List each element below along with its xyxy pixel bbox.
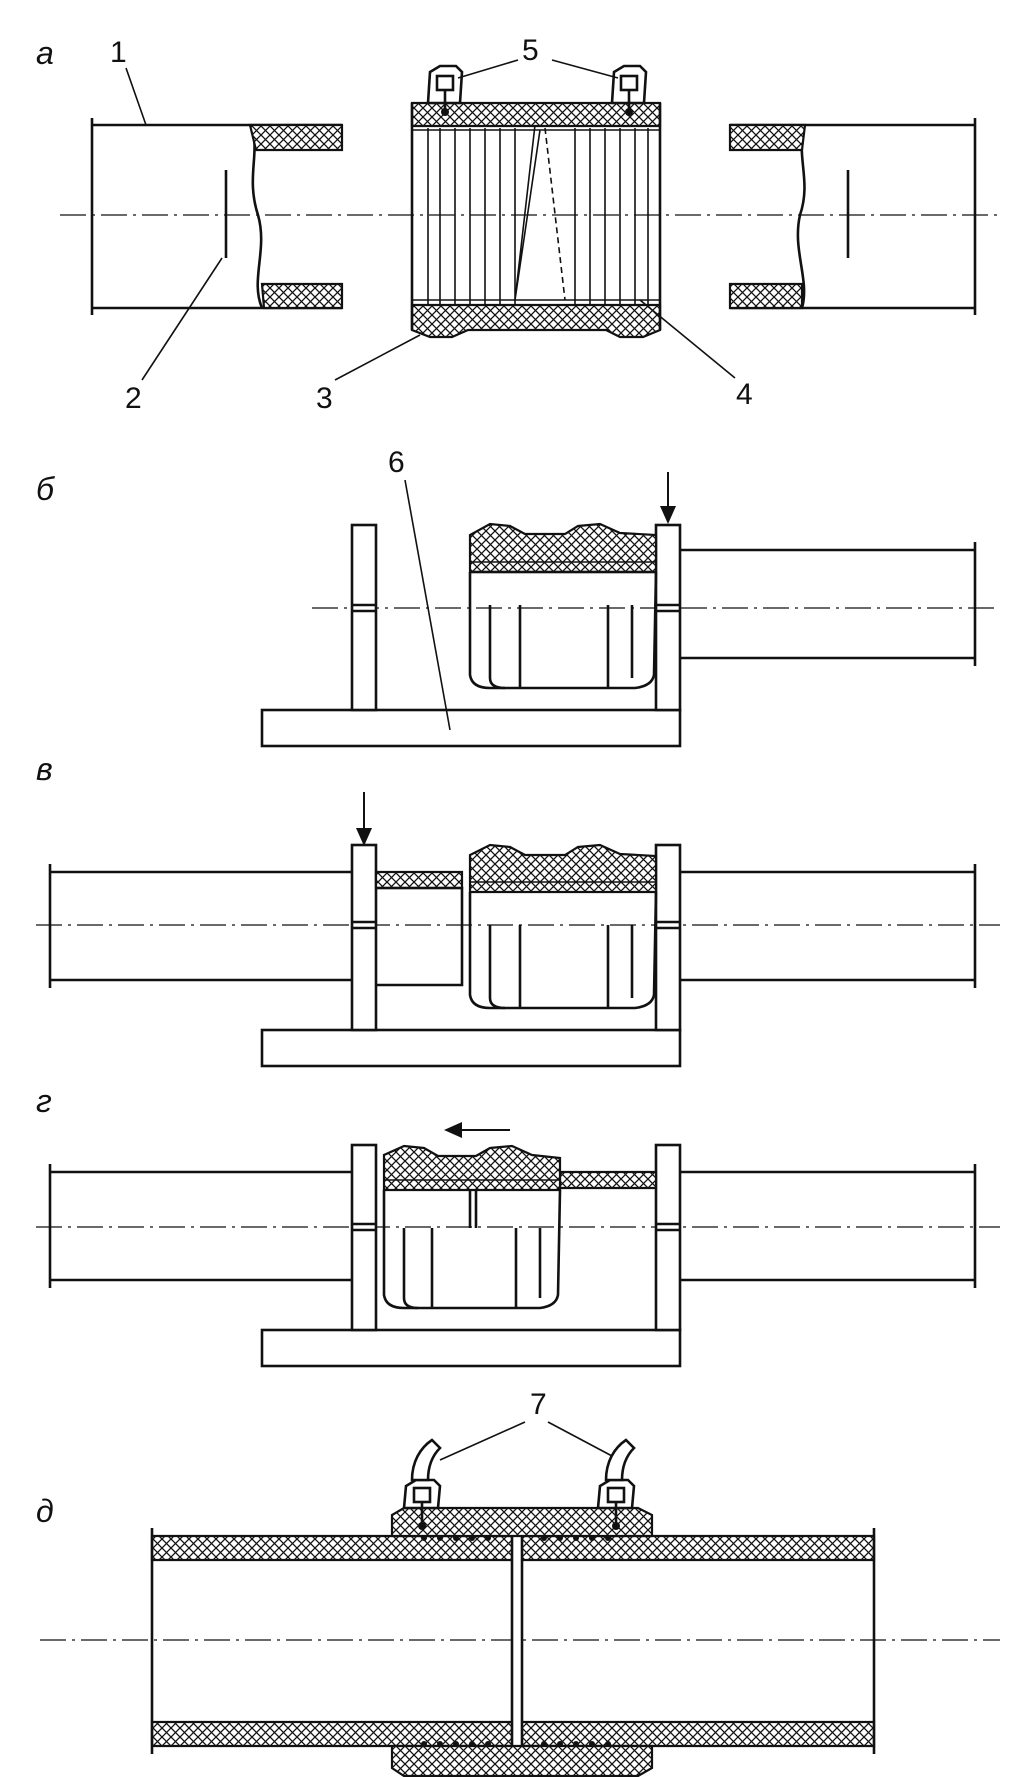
callout-6: 6 xyxy=(388,446,405,479)
callout-1: 1 xyxy=(110,36,127,69)
joined-pipe xyxy=(150,1528,876,1754)
coupling xyxy=(382,1144,562,1310)
terminal-left xyxy=(426,64,464,116)
callout-5: 5 xyxy=(522,34,539,67)
right-pipe xyxy=(728,118,977,315)
section-a: а xyxy=(36,34,1000,415)
clamp-post xyxy=(654,843,682,1032)
callout-7: 7 xyxy=(530,1388,547,1421)
callout-4: 4 xyxy=(736,378,753,411)
section-d: д xyxy=(36,1388,1000,1777)
section-label-b: б xyxy=(36,471,55,507)
section-v: в xyxy=(36,751,1000,1068)
clamp-post xyxy=(350,523,378,712)
fused-coupling xyxy=(390,1506,654,1777)
clamp-base xyxy=(260,1328,682,1368)
clamp-post xyxy=(350,843,378,1032)
section-label-a: а xyxy=(36,35,54,71)
clamp-post xyxy=(654,1143,682,1332)
terminal-right xyxy=(610,64,648,116)
clamp-base xyxy=(260,708,682,748)
fusion-indicator-right xyxy=(596,1438,636,1530)
callout-3: 3 xyxy=(316,382,333,415)
left-pipe xyxy=(90,118,344,315)
clamp-post xyxy=(654,523,682,712)
fusion-indicator-left xyxy=(402,1438,442,1530)
section-g: г xyxy=(36,1083,1000,1368)
section-label-d: д xyxy=(36,1493,54,1529)
section-label-v: в xyxy=(36,751,53,787)
coupling xyxy=(410,64,662,339)
callout-2: 2 xyxy=(125,382,142,415)
coupling xyxy=(468,522,658,690)
section-label-g: г xyxy=(36,1083,52,1119)
clamp-base xyxy=(260,1028,682,1068)
coupling xyxy=(468,843,658,1010)
heating-coil xyxy=(427,124,649,305)
section-b: б 6 xyxy=(36,446,1000,748)
clamp-post xyxy=(350,1143,378,1332)
